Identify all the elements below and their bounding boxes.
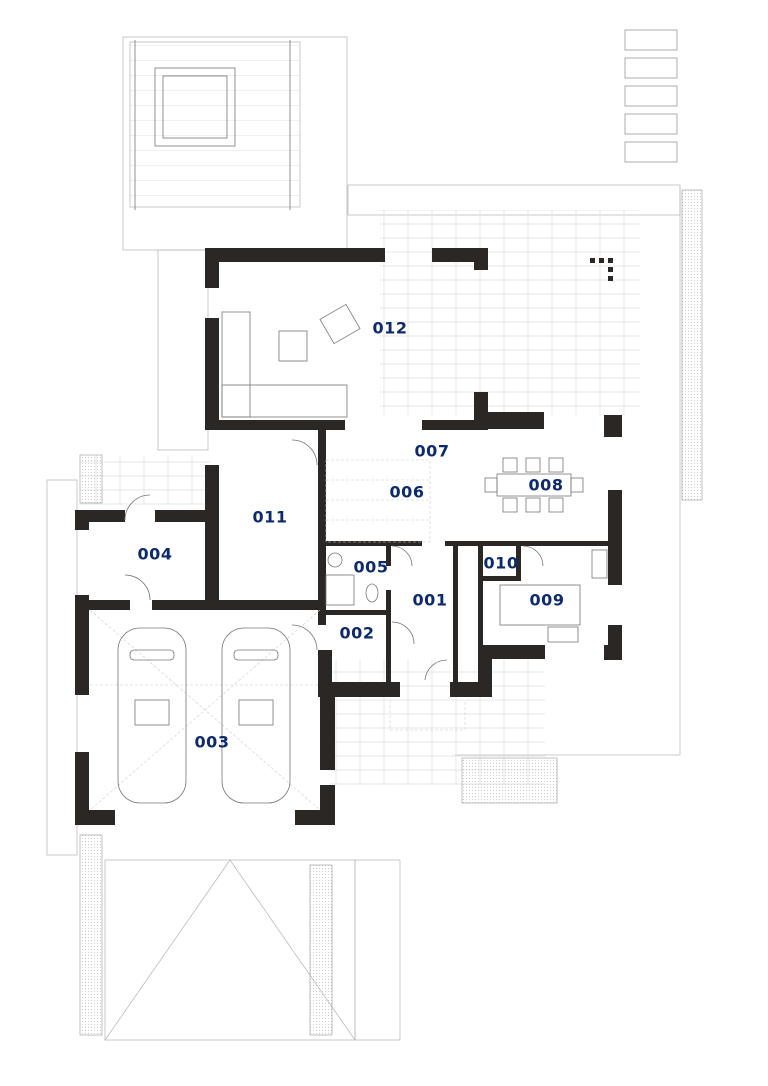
chair <box>525 457 541 473</box>
planter <box>309 864 333 1036</box>
room-label-002: 002 <box>339 623 375 643</box>
room-label-012: 012 <box>372 318 408 338</box>
toilet <box>365 583 379 603</box>
wall <box>516 546 521 581</box>
wall <box>478 546 483 646</box>
chair <box>502 497 518 513</box>
terrace-posts <box>590 258 613 281</box>
room-label-006: 006 <box>389 482 425 502</box>
washbasin <box>327 552 343 568</box>
car <box>221 627 291 804</box>
wall <box>75 595 89 695</box>
door-swings <box>124 439 544 681</box>
wall <box>155 510 210 522</box>
wall <box>474 248 488 270</box>
chair <box>502 457 518 473</box>
wall <box>318 430 326 625</box>
room-label-005: 005 <box>353 557 389 577</box>
wall <box>386 546 391 566</box>
walls <box>75 248 622 825</box>
sofa <box>221 311 251 418</box>
chair <box>570 477 584 493</box>
room-label-008: 008 <box>528 475 564 495</box>
wall <box>318 650 332 697</box>
car <box>117 627 187 804</box>
dining-chairs <box>484 457 584 513</box>
stepping-stone <box>624 141 678 163</box>
staircase <box>325 459 431 543</box>
sofa <box>221 384 348 418</box>
wall <box>205 248 219 288</box>
chair <box>525 497 541 513</box>
chair <box>548 497 564 513</box>
garage-guides <box>89 609 321 811</box>
pergola <box>129 40 301 210</box>
planter <box>681 189 703 501</box>
room-label-010: 010 <box>483 553 519 573</box>
stepping-stone <box>624 57 678 79</box>
wall <box>450 682 492 697</box>
wall <box>604 645 622 660</box>
room-label-001: 001 <box>412 590 448 610</box>
wall <box>474 412 544 429</box>
room-label-003: 003 <box>194 732 230 752</box>
wall <box>205 420 345 430</box>
room-label-009: 009 <box>529 590 565 610</box>
wall <box>445 541 610 546</box>
wall <box>478 645 545 659</box>
wall <box>205 465 219 605</box>
terrace-tiles <box>380 210 640 415</box>
terrace-post <box>590 258 595 263</box>
planter <box>79 454 103 504</box>
wall <box>200 600 320 610</box>
wall <box>386 590 391 695</box>
planter <box>79 834 103 1036</box>
wall <box>205 318 219 430</box>
stepping-stone <box>624 29 678 51</box>
room-label-011: 011 <box>252 507 288 527</box>
armchair <box>319 303 361 345</box>
furniture <box>89 303 608 811</box>
room-label-004: 004 <box>137 544 173 564</box>
terrace-post <box>608 276 613 281</box>
stepping-stone <box>624 113 678 135</box>
cooktop <box>591 549 608 579</box>
terrace-post <box>608 258 613 263</box>
wall <box>75 510 89 530</box>
wall <box>75 810 115 825</box>
room-label-007: 007 <box>414 441 450 461</box>
shower <box>325 574 355 606</box>
coffee-table <box>278 330 308 362</box>
wall <box>453 546 458 686</box>
stepping-stone <box>624 85 678 107</box>
wall <box>320 785 335 825</box>
wall <box>608 490 622 585</box>
entrance-step <box>389 700 466 731</box>
chair <box>548 457 564 473</box>
wall <box>75 752 89 825</box>
wall <box>75 600 130 610</box>
chair <box>484 477 498 493</box>
stepping-stones <box>624 29 678 163</box>
wall <box>320 682 400 697</box>
wall <box>478 576 520 581</box>
terrace-post <box>608 267 613 272</box>
kitchen-island <box>499 584 581 626</box>
wall <box>320 690 335 770</box>
sink <box>547 626 579 643</box>
terrace-post <box>599 258 604 263</box>
wall <box>205 248 385 262</box>
wall <box>422 420 488 430</box>
planters <box>79 189 703 1036</box>
wall <box>152 600 202 610</box>
planter <box>461 757 558 804</box>
wall <box>322 610 388 615</box>
wall <box>604 415 622 437</box>
wall <box>322 541 422 546</box>
